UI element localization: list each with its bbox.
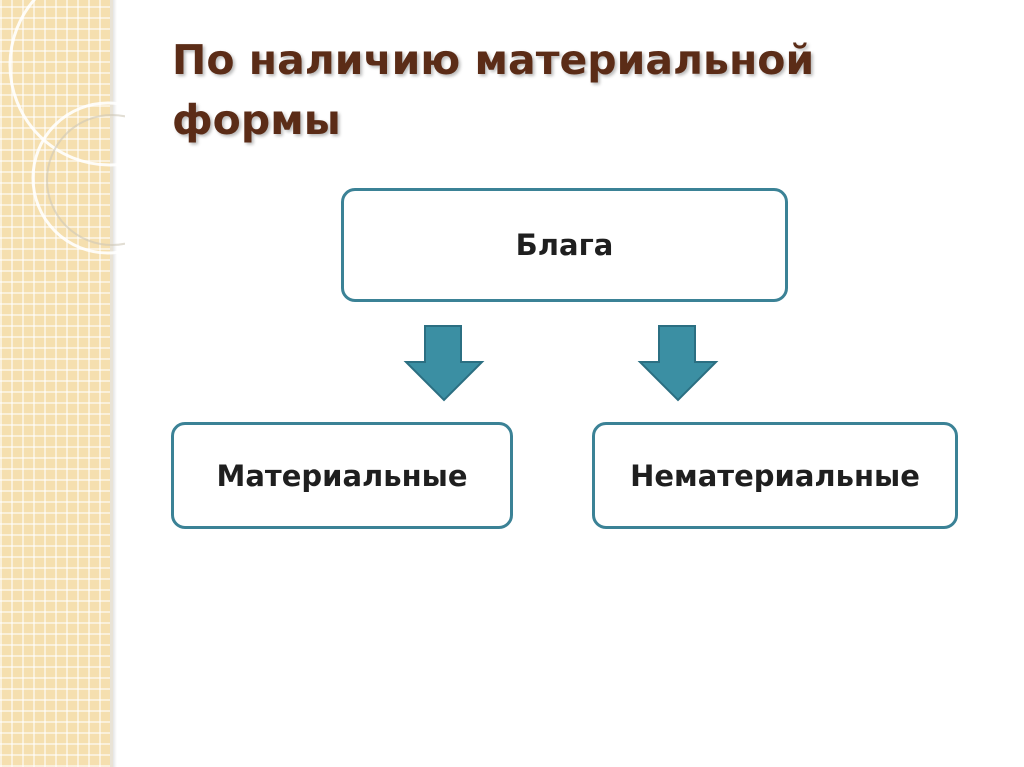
strip-edge — [110, 0, 113, 767]
slide-title: По наличию материальной формы — [172, 30, 892, 150]
decorative-rings — [8, 0, 125, 255]
down-arrow-right-icon — [637, 325, 719, 402]
root-node-label: Блага — [515, 228, 614, 262]
title-line-1: По наличию материальной — [172, 36, 815, 84]
child-node-label-nonmaterial: Нематериальные — [630, 458, 920, 493]
root-node-box: Блага — [341, 188, 788, 302]
down-arrow-left-icon — [403, 325, 485, 402]
upper-ring — [8, 0, 125, 167]
lower-ring — [31, 101, 125, 255]
decorative-side-strip — [0, 0, 110, 767]
child-node-box-material: Материальные — [171, 422, 513, 529]
lower-ring-shadow — [46, 114, 125, 246]
child-node-label-material: Материальные — [216, 458, 468, 493]
child-node-box-nonmaterial: Нематериальные — [592, 422, 958, 529]
title-line-2: формы — [172, 96, 341, 144]
strip-shadow — [113, 0, 117, 767]
